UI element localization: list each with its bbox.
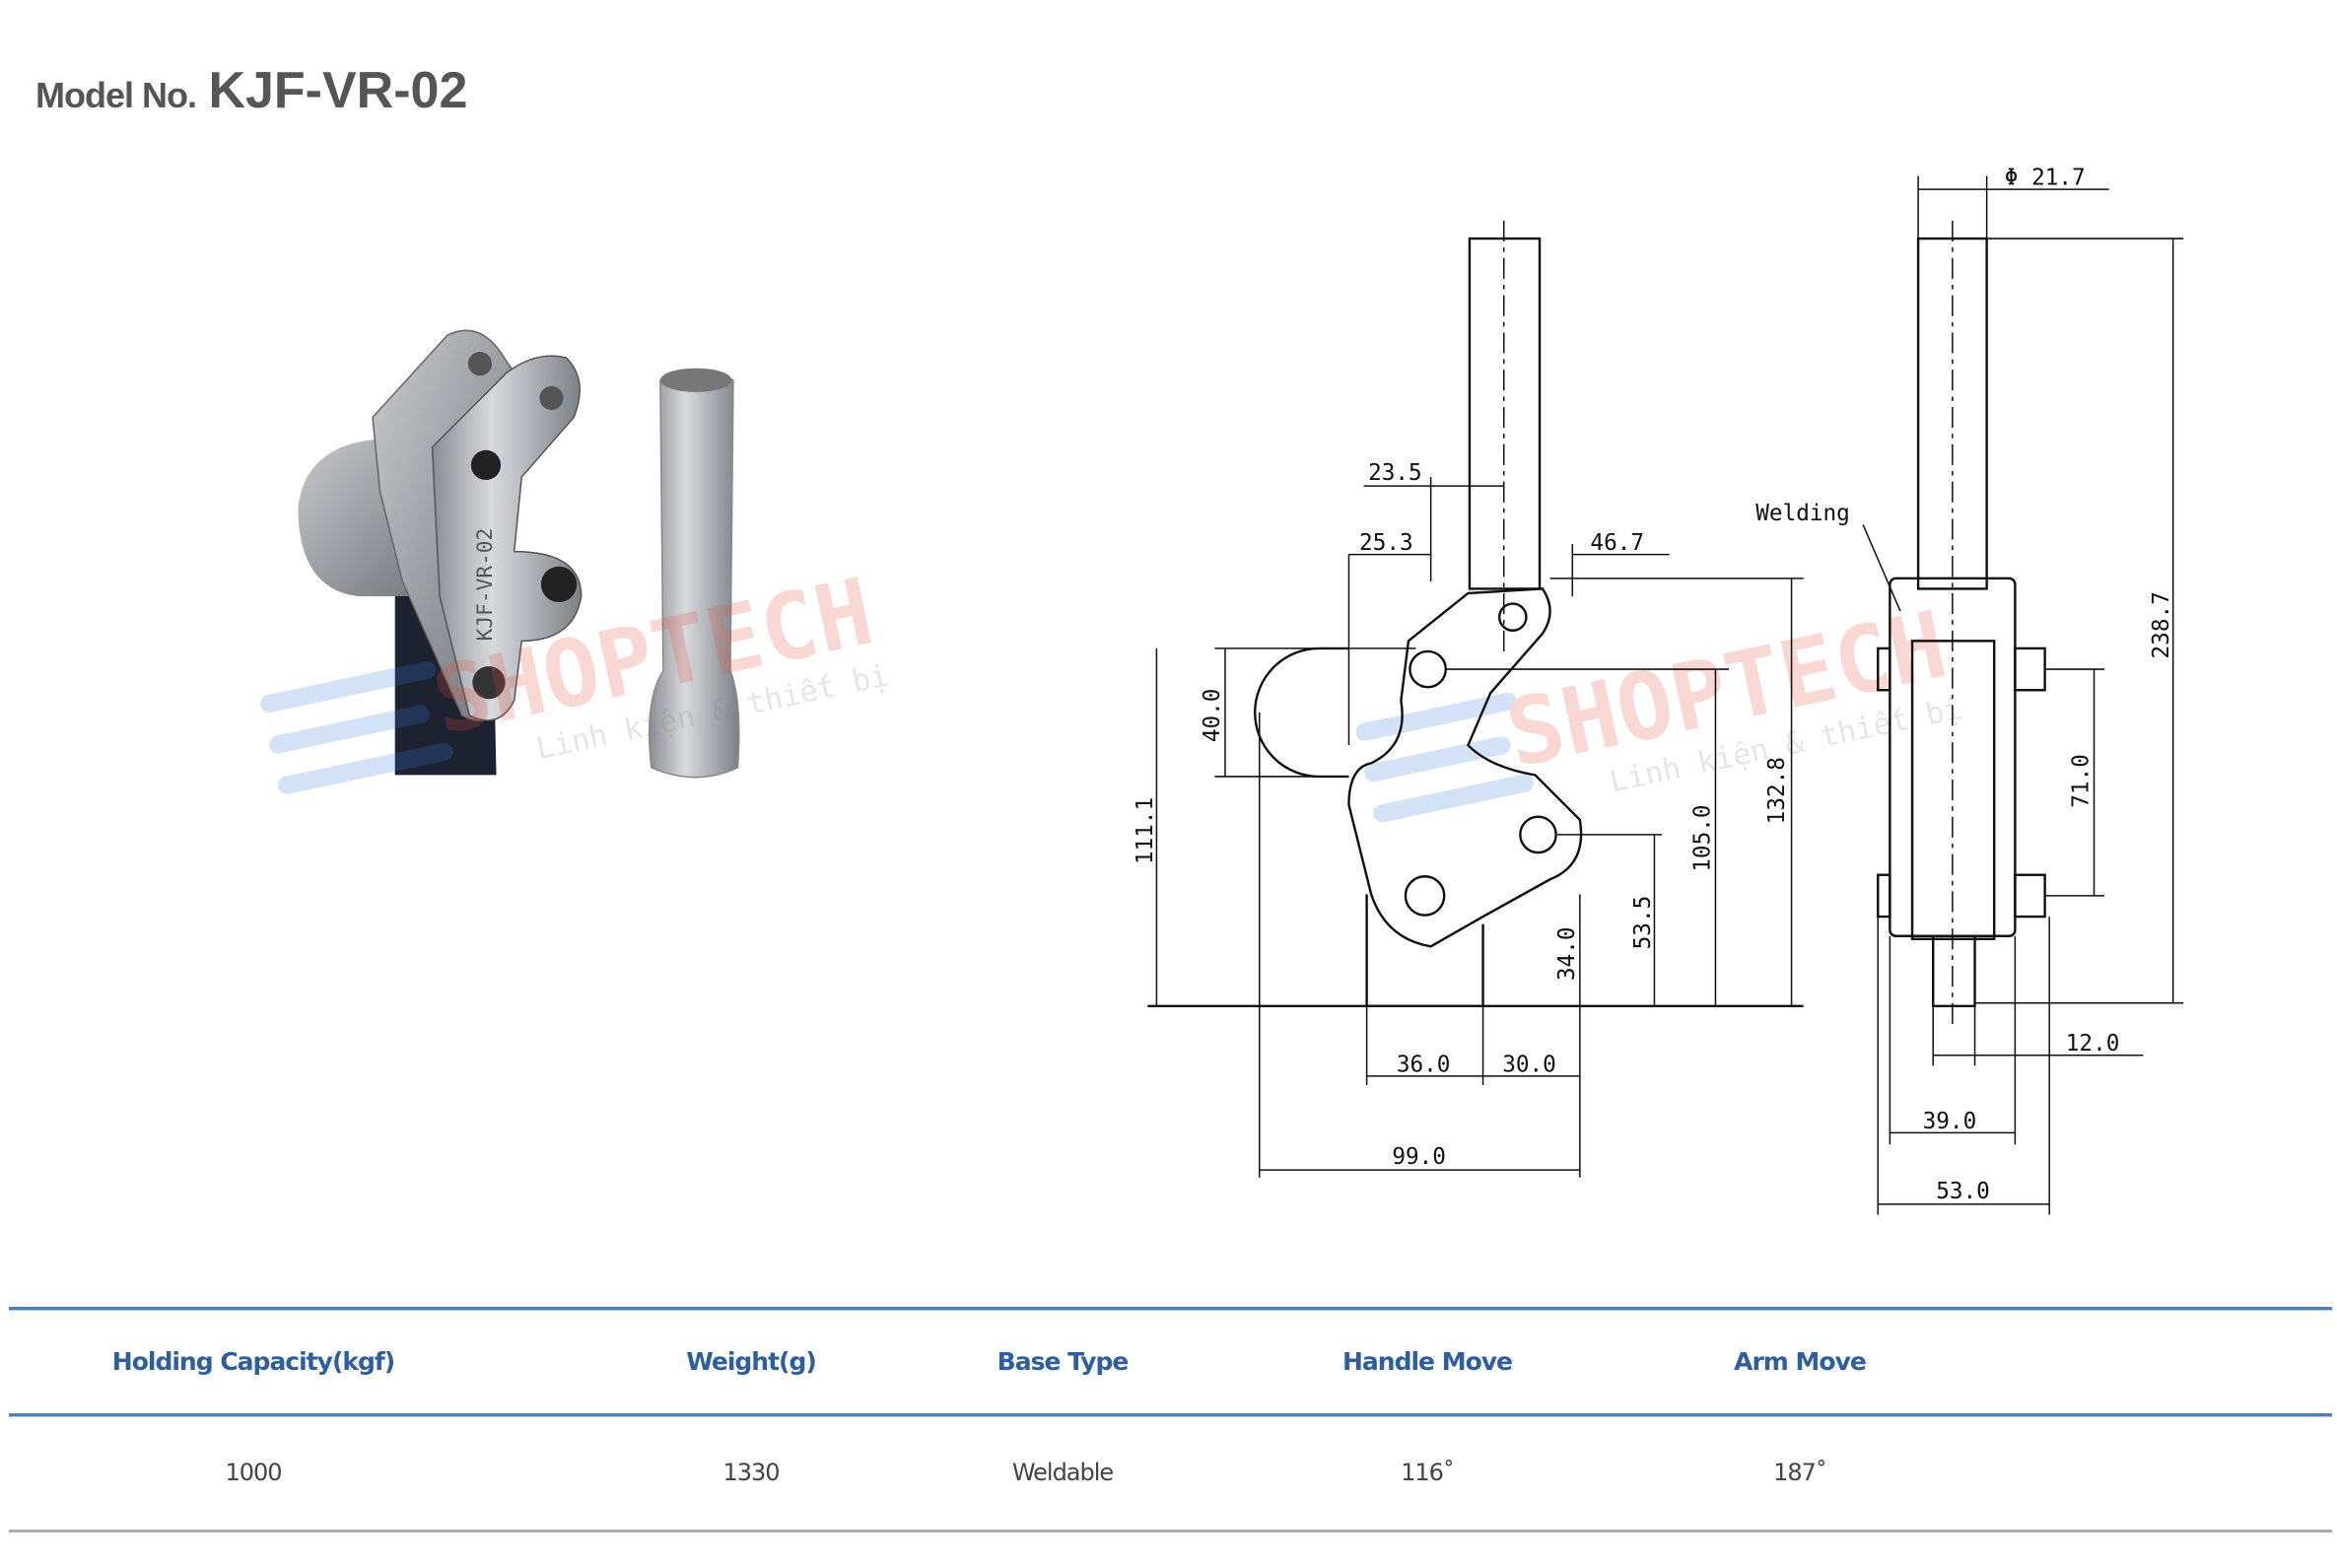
model-label: Model No. bbox=[35, 75, 197, 115]
dim-71-0: 71.0 bbox=[2068, 754, 2094, 808]
dim-238-7: 238.7 bbox=[2149, 591, 2174, 658]
dim-105-0: 105.0 bbox=[1689, 804, 1715, 871]
clamp-plate-front bbox=[431, 355, 583, 721]
dim-111-1: 111.1 bbox=[1133, 797, 1158, 864]
dim-25-3: 25.3 bbox=[1359, 530, 1413, 556]
product-photo: KJF-VR-02 bbox=[298, 329, 740, 779]
header-handle-move: Handle Move bbox=[1341, 1347, 1513, 1376]
value-arm-move: 187˚ bbox=[1773, 1459, 1827, 1486]
header-base-type: Base Type bbox=[997, 1347, 1130, 1376]
dimension-labels: Φ 21.7 23.5 25.3 46.7 Welding 40.0 111.1… bbox=[1133, 166, 2174, 1204]
table-header-rule bbox=[9, 1413, 2332, 1417]
value-base-type: Weldable bbox=[1011, 1459, 1114, 1486]
dim-12-0: 12.0 bbox=[2066, 1031, 2120, 1057]
welding-label: Welding bbox=[1755, 501, 1850, 526]
table-top-rule bbox=[9, 1307, 2332, 1311]
dim-39-0: 39.0 bbox=[1923, 1109, 1977, 1134]
dim-53-5: 53.5 bbox=[1630, 896, 1656, 950]
dim-36-0: 36.0 bbox=[1397, 1052, 1451, 1077]
dim-phi: Φ 21.7 bbox=[2005, 166, 2086, 191]
header-holding-capacity: Holding Capacity(kgf) bbox=[111, 1347, 395, 1376]
dim-99-0: 99.0 bbox=[1392, 1144, 1446, 1170]
front-view-drawing bbox=[1147, 220, 1804, 1008]
model-title: Model No. KJF-VR-02 bbox=[35, 61, 467, 120]
value-handle-move: 116˚ bbox=[1401, 1459, 1455, 1486]
header-arm-move: Arm Move bbox=[1734, 1347, 1867, 1376]
dimension-lines bbox=[1155, 175, 2184, 1215]
table-bottom-rule bbox=[9, 1530, 2332, 1533]
model-number: KJF-VR-02 bbox=[208, 62, 468, 119]
dim-34-0: 34.0 bbox=[1554, 926, 1580, 981]
side-view-drawing bbox=[1862, 220, 2046, 1029]
dim-132-8: 132.8 bbox=[1764, 757, 1790, 824]
dim-53-0: 53.0 bbox=[1936, 1179, 1990, 1204]
header-weight: Weight(g) bbox=[686, 1347, 817, 1376]
dim-40-0: 40.0 bbox=[1200, 689, 1225, 743]
value-weight: 1330 bbox=[722, 1459, 780, 1486]
dim-30-0: 30.0 bbox=[1502, 1052, 1556, 1077]
value-holding-capacity: 1000 bbox=[225, 1459, 282, 1486]
engraving-text: KJF-VR-02 bbox=[472, 528, 497, 642]
dim-23-5: 23.5 bbox=[1368, 460, 1422, 486]
dim-46-7: 46.7 bbox=[1590, 530, 1644, 556]
